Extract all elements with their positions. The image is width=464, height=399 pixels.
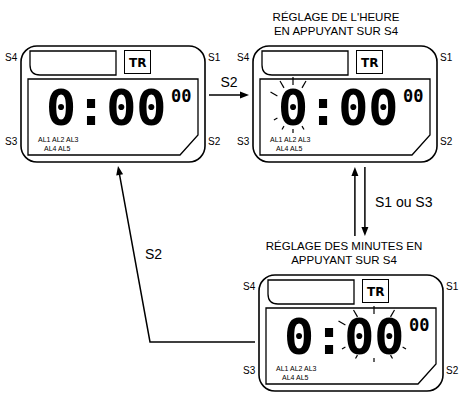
mode-text: TR	[367, 285, 384, 299]
flow-arrow	[116, 166, 255, 342]
arrow-line	[364, 167, 366, 228]
button-label: S1	[208, 53, 220, 63]
button-label: S1	[446, 282, 458, 292]
alarm-indicator: AL4 AL5	[282, 374, 308, 381]
button-press-label: S2	[144, 246, 163, 262]
blink-ray	[274, 118, 278, 120]
blink-ray	[282, 126, 284, 129]
blink-ray	[292, 77, 293, 85]
blink-ray	[356, 355, 358, 358]
arrow-head	[351, 167, 358, 176]
alarm-indicator: AL1 AL2 AL3	[270, 136, 310, 143]
watch-outline	[259, 275, 443, 391]
button-label: S2	[446, 366, 458, 376]
blink-ray	[302, 81, 306, 88]
button-label: S4	[5, 53, 17, 63]
blink-ray	[391, 310, 395, 317]
mode-heading: RÉGLAGE DE L'HEURE EN APPUYANT SUR S4	[266, 11, 406, 39]
flow-arrow	[209, 92, 249, 99]
mode-heading: RÉGLAGE DES MINUTES EN APPUYANT SUR S4	[264, 240, 424, 268]
watch-face: 0:00 00AL1 AL2 AL3AL4 AL5 TR	[20, 45, 206, 163]
seconds-digits: 00	[403, 88, 423, 105]
upper-window	[30, 51, 116, 75]
watch-face: RÉGLAGE DE L'HEURE EN APPUYANT SUR S4 0:0…	[252, 11, 438, 163]
button-label: S3	[243, 366, 255, 376]
watch-outline	[21, 46, 205, 162]
button-press-label: S2	[219, 74, 238, 90]
button-label: S4	[243, 282, 255, 292]
blink-ray	[271, 92, 278, 96]
seconds-digits: 00	[409, 317, 429, 334]
lcd-frame	[266, 308, 436, 384]
blink-ray	[354, 310, 358, 317]
arrow-head	[240, 92, 249, 99]
alarm-indicator: AL4 AL5	[276, 145, 302, 152]
upper-window	[268, 280, 354, 304]
mode-box: TR	[356, 50, 383, 74]
button-label: S4	[237, 53, 249, 63]
button-label: S1	[440, 53, 452, 63]
flow-arrow	[351, 167, 368, 236]
mode-text: TR	[361, 56, 378, 70]
seconds-digits: 00	[171, 88, 191, 105]
blink-ray	[302, 126, 304, 129]
button-label: S3	[5, 137, 17, 147]
button-label: S3	[237, 137, 249, 147]
lcd-frame	[28, 79, 198, 155]
mode-text: TR	[129, 56, 146, 70]
blink-ray	[373, 358, 374, 362]
blink-ray	[403, 347, 406, 349]
blink-ray	[373, 306, 374, 314]
button-press-label: S1 ou S3	[374, 194, 434, 210]
arrow-line	[209, 94, 241, 96]
time-digits: 0:00	[278, 83, 398, 133]
time-digits: 0:00	[284, 312, 404, 362]
alarm-indicator: AL1 AL2 AL3	[276, 365, 316, 372]
mode-box: TR	[124, 50, 151, 74]
blink-ray	[280, 81, 284, 88]
blink-ray	[391, 355, 393, 358]
lcd-frame	[260, 79, 430, 155]
arrow-line	[354, 175, 356, 236]
watch-face: RÉGLAGE DES MINUTES EN APPUYANT SUR S4 0:…	[258, 240, 444, 392]
blink-ray	[342, 347, 345, 349]
button-label: S2	[208, 137, 220, 147]
alarm-indicator: AL1 AL2 AL3	[38, 136, 78, 143]
upper-window	[262, 51, 348, 75]
arrow-head	[361, 227, 368, 236]
mode-box: TR	[362, 279, 389, 303]
blink-ray	[339, 321, 346, 325]
button-label: S2	[440, 137, 452, 147]
alarm-indicator: AL4 AL5	[44, 145, 70, 152]
blink-ray	[292, 129, 293, 133]
watch-outline	[253, 46, 437, 162]
arrow-line	[119, 174, 255, 342]
time-digits: 0:00	[46, 83, 166, 133]
